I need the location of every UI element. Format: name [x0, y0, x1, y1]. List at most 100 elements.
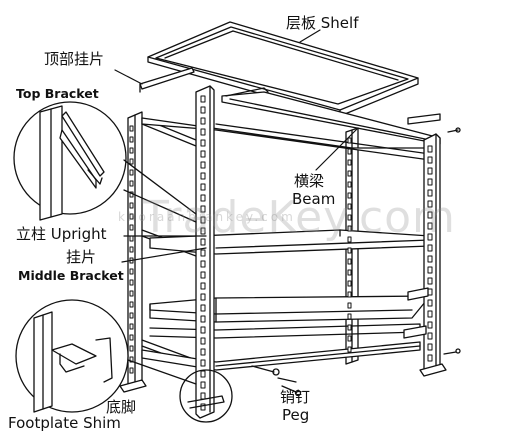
upright-hole [427, 332, 433, 340]
upright-hole [200, 337, 206, 345]
footplate-detail [15, 299, 197, 413]
upright-hole [200, 183, 206, 191]
upright-hole [200, 128, 206, 136]
upright-hole [129, 301, 134, 308]
shelf-label: 层板 Shelf [286, 14, 359, 32]
upright-hole [427, 167, 433, 175]
top-bracket-label-en: Top Bracket [16, 86, 99, 101]
upright-hole [129, 312, 134, 319]
upright-hole [427, 178, 433, 186]
upright-hole [347, 214, 352, 221]
upright-hole [347, 181, 352, 188]
upright-hole [129, 290, 134, 297]
middle-bracket-label-zh: 挂片 [66, 248, 97, 266]
upright-hole [200, 326, 206, 334]
upright-hole [200, 260, 206, 268]
upright-hole [200, 194, 206, 202]
upright-hole [129, 136, 134, 143]
upright-hole [129, 147, 134, 154]
upright-hole [347, 269, 352, 276]
upright-hole [427, 354, 433, 362]
upright-hole [200, 205, 206, 213]
lower-shelf [149, 295, 431, 339]
upright-hole [347, 291, 352, 298]
upright-hole [200, 106, 206, 114]
upright-hole [200, 95, 206, 103]
upright-hole [427, 266, 433, 274]
upright-hole [427, 189, 433, 197]
upright-hole [200, 348, 206, 356]
upright-hole [347, 159, 352, 166]
footplate-label-zh: 底脚 [106, 398, 137, 416]
upright-hole [347, 335, 352, 342]
upright-label: 立柱 Upright [16, 225, 107, 243]
upright-hole [427, 145, 433, 153]
upright-hole [129, 268, 134, 275]
upright-hole [200, 161, 206, 169]
upright-hole [427, 233, 433, 241]
upright-hole [129, 334, 134, 341]
top-bracket-part [139, 67, 195, 93]
footplate-label-en: Footplate Shim [8, 414, 121, 432]
upright-hole [200, 139, 206, 147]
upright-hole [200, 392, 206, 400]
upright-hole [129, 323, 134, 330]
upright-hole [347, 203, 352, 210]
upright-hole [129, 235, 134, 242]
beam-label-zh: 横梁 [294, 172, 325, 190]
right-bracket-pieces [403, 287, 461, 355]
upright-hole [200, 216, 206, 224]
upright-hole [427, 222, 433, 230]
peg-label-en: Peg [282, 406, 310, 424]
upright-hole [129, 367, 134, 374]
upright-hole [200, 150, 206, 158]
upright-hole [347, 137, 352, 144]
top-bracket-label-zh: 顶部挂片 [44, 50, 105, 68]
upright-hole [129, 224, 134, 231]
upright-hole [347, 324, 352, 331]
upright-hole [129, 125, 134, 132]
upright-hole [347, 170, 352, 177]
upright-hole [200, 381, 206, 389]
upright-hole [347, 192, 352, 199]
upright-hole [129, 345, 134, 352]
upright-hole [200, 227, 206, 235]
upright-hole [200, 370, 206, 378]
top-beam [221, 87, 461, 145]
upright-hole [347, 236, 352, 243]
upright-hole [427, 244, 433, 252]
upright-hole [200, 293, 206, 301]
upright-hole [427, 255, 433, 263]
upright-hole [200, 117, 206, 125]
upright-hole [129, 279, 134, 286]
peg-label-zh: 销钉 [280, 388, 311, 406]
upright-hole [200, 249, 206, 257]
upright-hole [427, 310, 433, 318]
upright-hole [347, 280, 352, 287]
upright-hole [427, 299, 433, 307]
upright-hole [427, 321, 433, 329]
upright-hole [427, 200, 433, 208]
upright-hole [129, 169, 134, 176]
upright-hole [200, 238, 206, 246]
upright-hole [347, 148, 352, 155]
upright-hole [347, 225, 352, 232]
upright-hole [347, 258, 352, 265]
upright-hole [200, 172, 206, 180]
upright-hole [200, 359, 206, 367]
upright-hole [200, 403, 206, 411]
middle-shelf [141, 117, 431, 255]
upright-hole [427, 343, 433, 351]
leader-lines [114, 29, 359, 383]
beam-label-en: Beam [292, 190, 336, 208]
top-shelf-panel [147, 21, 419, 117]
upright-hole [427, 277, 433, 285]
middle-bracket-label-en: Middle Bracket [18, 268, 124, 283]
upright-hole [129, 213, 134, 220]
upright-hole [347, 247, 352, 254]
upright-hole [200, 304, 206, 312]
upright-hole [347, 313, 352, 320]
upright-hole [129, 246, 134, 253]
top-bracket-detail [13, 101, 197, 223]
